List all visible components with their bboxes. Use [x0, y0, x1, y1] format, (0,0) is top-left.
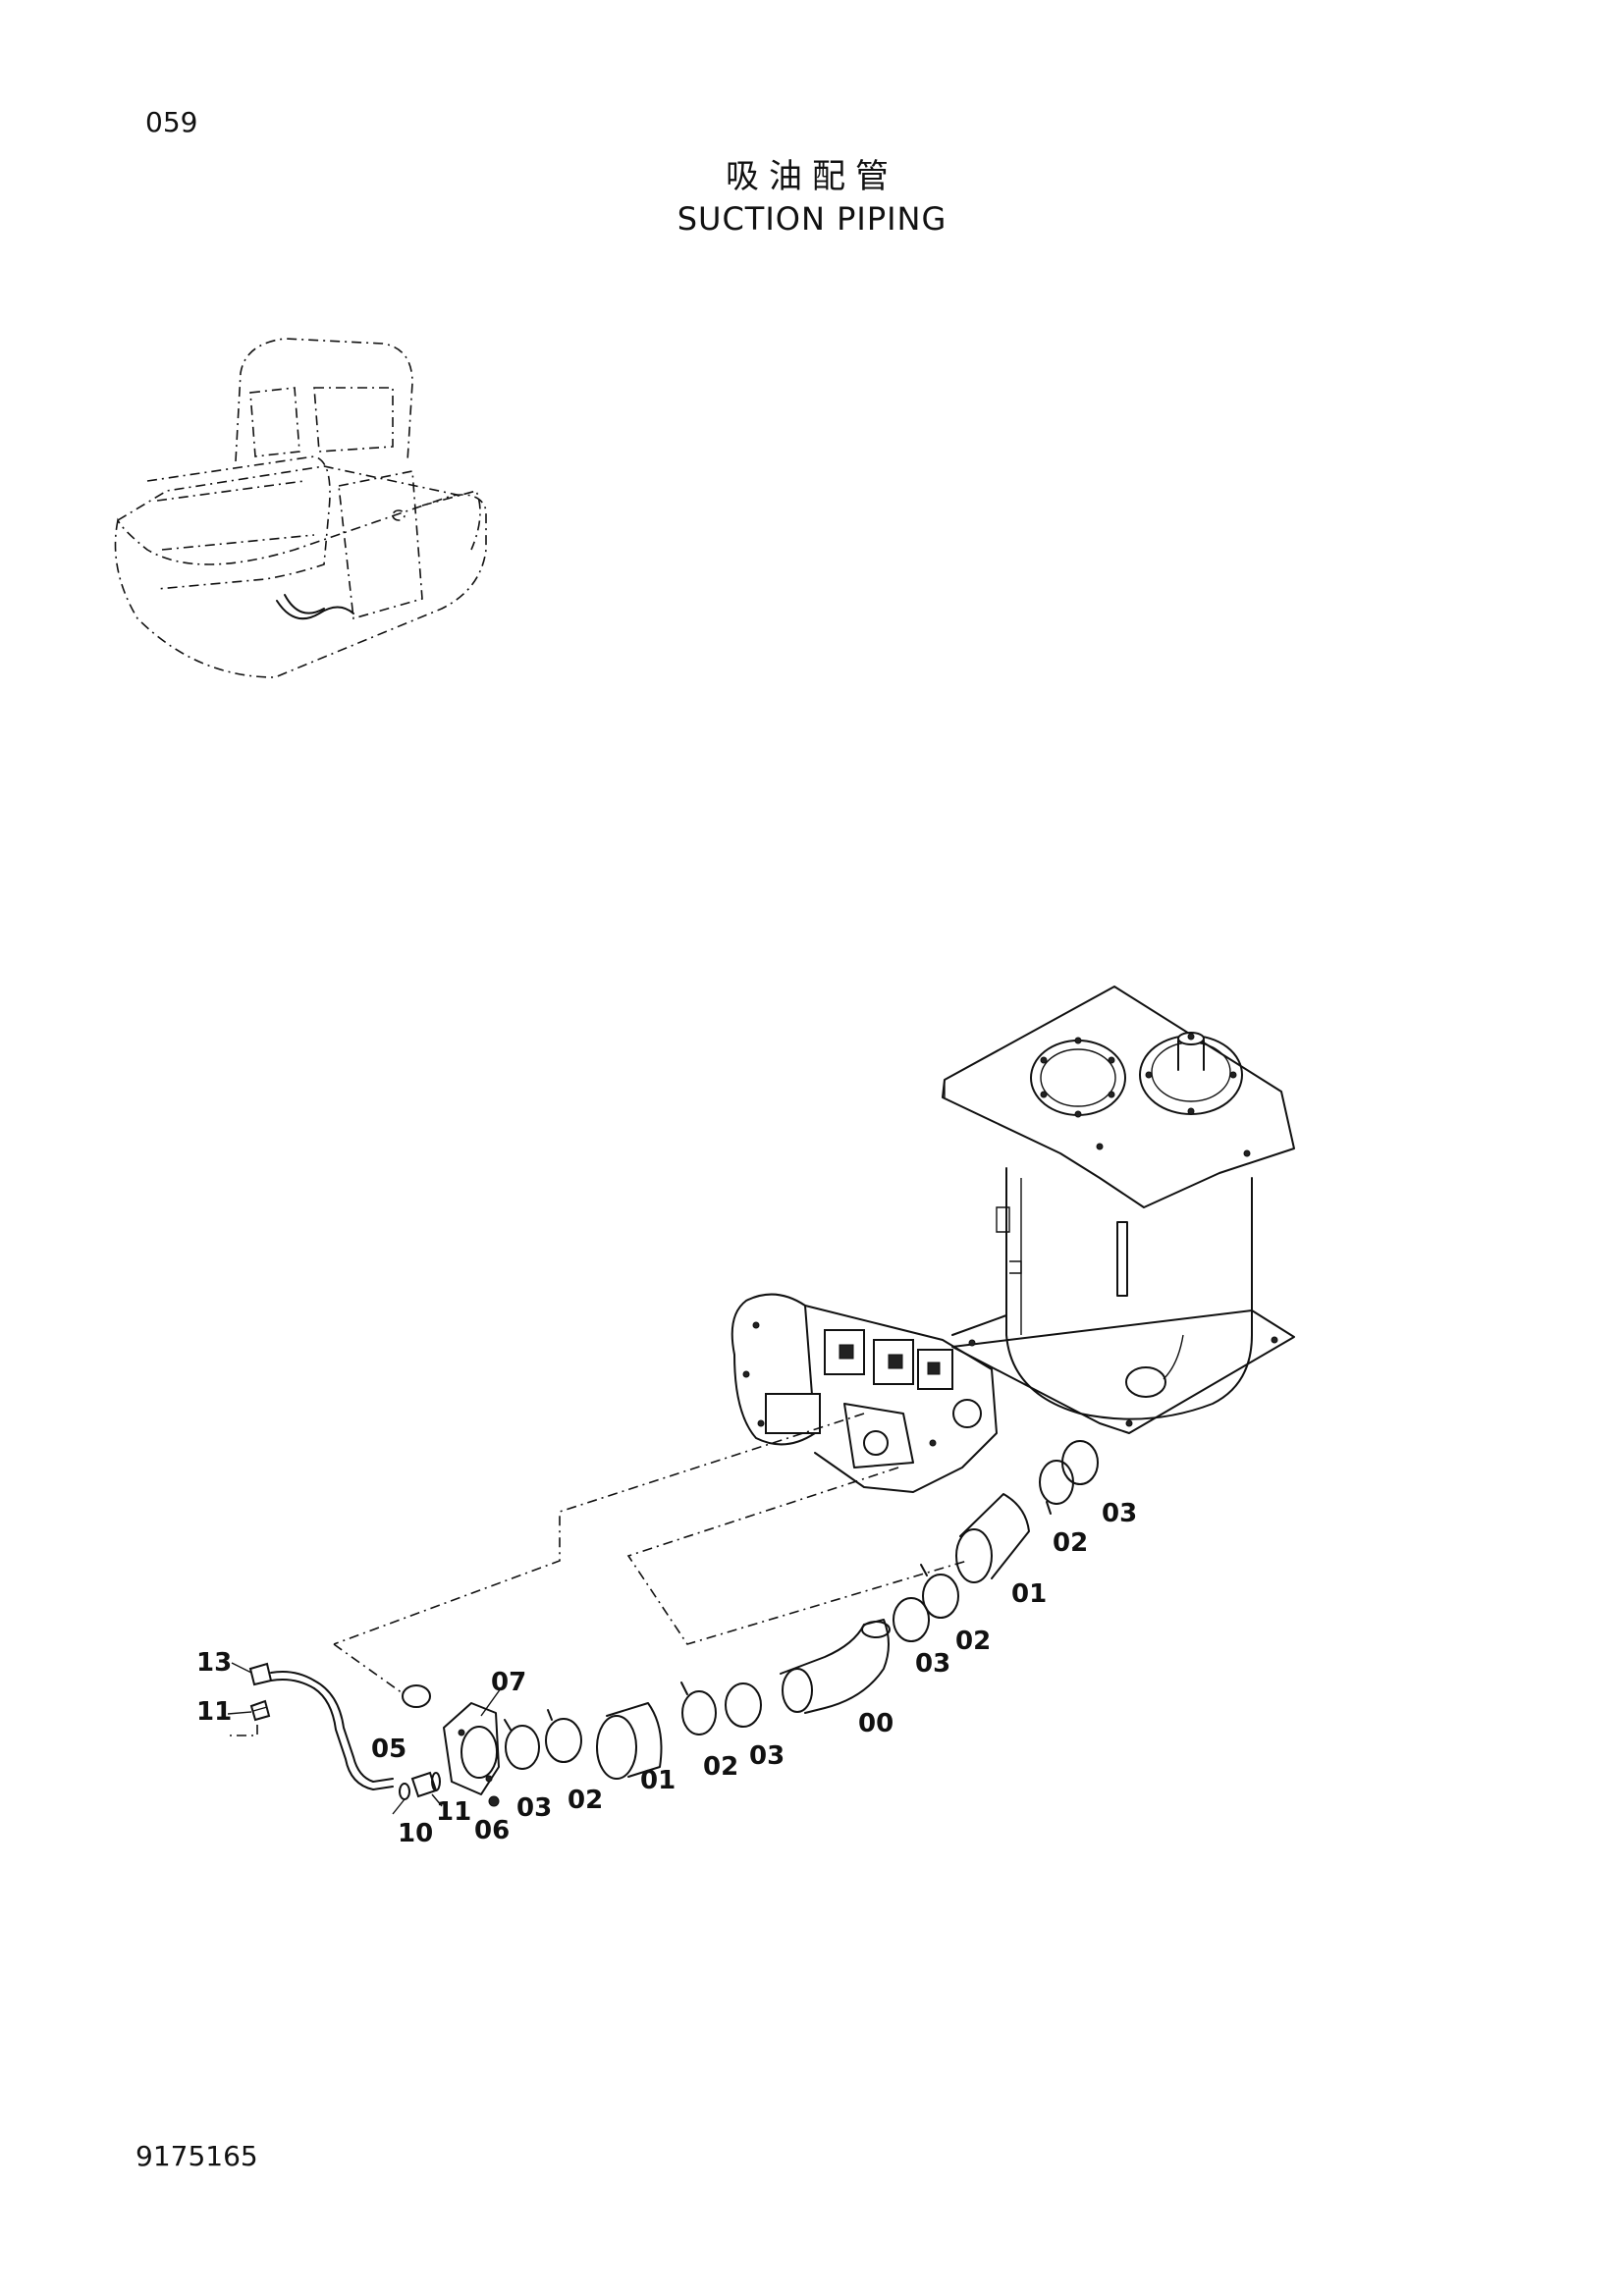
callout-labels: 13 11 05 07 10 11 06 03 02 01 02 03 00 0… [196, 1499, 1137, 1848]
part-13-elbow-fitting [248, 1662, 315, 1689]
part-02-clamp-c [920, 1564, 959, 1619]
part-06-bolt [488, 1795, 500, 1807]
excavator-thumbnail [114, 338, 487, 678]
part-01-hose-b [955, 1493, 1030, 1583]
callout-07: 07 [491, 1668, 526, 1697]
part-02-clamp-b [680, 1682, 717, 1735]
part-00-elbow-pipe [780, 1619, 891, 1714]
callout-02-d: 02 [1053, 1528, 1088, 1558]
main-pump [731, 1293, 998, 1493]
page-number: 059 [145, 106, 198, 138]
callout-11-lower: 11 [436, 1797, 471, 1827]
title-english: SUCTION PIPING [677, 200, 947, 238]
part-07-flange [443, 1702, 500, 1795]
callout-13: 13 [196, 1648, 232, 1678]
callout-03-c: 03 [915, 1649, 950, 1679]
part-03-clamp-c [893, 1597, 930, 1642]
guide-lines [226, 1413, 968, 1736]
parts [248, 1440, 1099, 1807]
callout-01-a: 01 [640, 1766, 676, 1795]
callout-06: 06 [474, 1816, 510, 1845]
document-code: 9175165 [135, 2140, 258, 2172]
callout-05: 05 [371, 1735, 406, 1764]
part-02-clamp-d [1039, 1460, 1074, 1515]
callout-03-d: 03 [1102, 1499, 1137, 1528]
callout-03-b: 03 [749, 1741, 785, 1771]
part-03-clamp-b [725, 1682, 762, 1728]
callout-02-c: 02 [955, 1627, 991, 1656]
part-11-adapter-lower [410, 1771, 441, 1798]
leader-lines [227, 1662, 502, 1815]
part-03-clamp-d [1061, 1440, 1099, 1485]
part-01-hose-a [596, 1702, 663, 1780]
part-10-o-ring [399, 1783, 410, 1800]
callout-02-b: 02 [703, 1752, 738, 1782]
part-03-clamp-a [504, 1719, 540, 1770]
hydraulic-tank [942, 986, 1295, 1434]
part-11-adapter-upper [249, 1699, 271, 1722]
callout-00: 00 [858, 1709, 893, 1738]
callout-02-a: 02 [568, 1786, 603, 1815]
callout-10: 10 [398, 1819, 433, 1848]
callout-03-a: 03 [516, 1793, 552, 1823]
callout-01-b: 01 [1011, 1579, 1047, 1609]
part-05-o-ring [402, 1684, 431, 1708]
callout-11-upper: 11 [196, 1697, 232, 1727]
part-02-clamp-a [545, 1709, 582, 1763]
title-chinese: 吸油配管 [726, 157, 898, 196]
